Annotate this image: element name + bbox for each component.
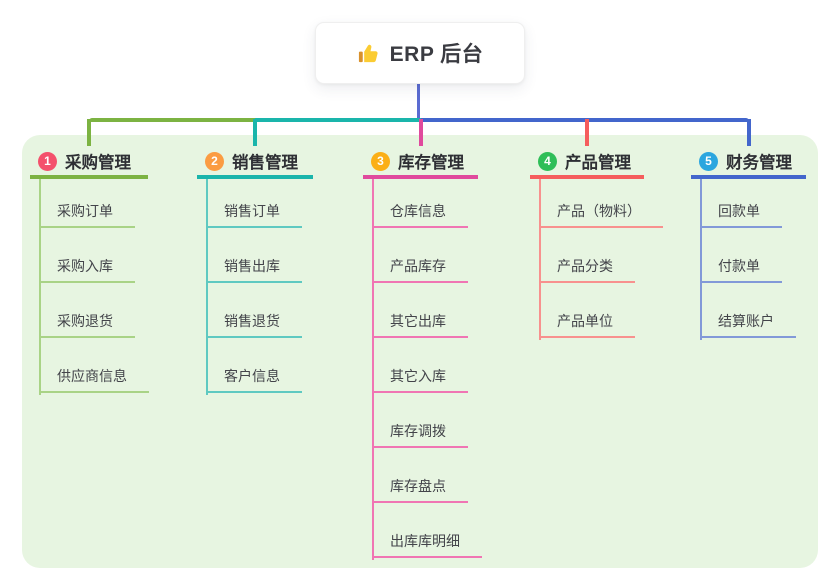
branch-node-库存管理[interactable]: 3 库存管理 — [363, 147, 478, 179]
child-node-库存调拨[interactable]: 库存调拨 — [372, 422, 468, 448]
branch-number-badge: 2 — [205, 151, 224, 171]
branch-label: 产品管理 — [565, 154, 631, 172]
branch-connector-line — [700, 179, 702, 340]
branch-label: 财务管理 — [726, 154, 792, 172]
branch-connector-line — [372, 179, 374, 560]
branch-drop-line-1 — [87, 119, 91, 146]
child-node-产品库存[interactable]: 产品库存 — [372, 257, 468, 283]
child-node-销售退货[interactable]: 销售退货 — [206, 312, 302, 338]
branch-node-产品管理[interactable]: 4 产品管理 — [530, 147, 644, 179]
branch-connector-line — [39, 179, 41, 395]
child-node-库存盘点[interactable]: 库存盘点 — [372, 477, 468, 503]
child-node-销售订单[interactable]: 销售订单 — [206, 202, 302, 228]
connector-rail-segment-3 — [420, 118, 749, 122]
child-node-供应商信息[interactable]: 供应商信息 — [39, 367, 149, 393]
branch-number-badge: 4 — [538, 151, 557, 171]
root-node[interactable]: ERP 后台 — [315, 22, 525, 84]
child-node-采购退货[interactable]: 采购退货 — [39, 312, 135, 338]
child-node-采购入库[interactable]: 采购入库 — [39, 257, 135, 283]
child-node-出库库明细[interactable]: 出库库明细 — [372, 532, 482, 558]
child-node-付款单[interactable]: 付款单 — [700, 257, 782, 283]
child-node-结算账户[interactable]: 结算账户 — [700, 312, 796, 338]
child-node-产品单位[interactable]: 产品单位 — [539, 312, 635, 338]
branch-drop-line-5 — [746, 119, 751, 146]
root-connector-line — [417, 82, 420, 119]
child-node-销售出库[interactable]: 销售出库 — [206, 257, 302, 283]
child-node-回款单[interactable]: 回款单 — [700, 202, 782, 228]
child-node-其它入库[interactable]: 其它入库 — [372, 367, 468, 393]
branch-drop-line-4 — [585, 119, 589, 146]
branch-node-财务管理[interactable]: 5 财务管理 — [691, 147, 806, 179]
thumbs-up-icon — [357, 42, 380, 65]
connector-rail-segment-1 — [89, 118, 255, 122]
child-node-仓库信息[interactable]: 仓库信息 — [372, 202, 468, 228]
child-node-其它出库[interactable]: 其它出库 — [372, 312, 468, 338]
branch-label: 库存管理 — [398, 154, 464, 172]
connector-rail-segment-2 — [255, 118, 421, 122]
branch-drop-line-2 — [253, 119, 257, 146]
root-title: ERP 后台 — [389, 43, 484, 66]
child-node-采购订单[interactable]: 采购订单 — [39, 202, 135, 228]
branch-number-badge: 5 — [699, 151, 718, 171]
branch-connector-line — [539, 179, 541, 340]
branch-drop-line-3 — [418, 119, 423, 146]
child-node-产品（物料）[interactable]: 产品（物料） — [539, 202, 663, 228]
branch-node-采购管理[interactable]: 1 采购管理 — [30, 147, 148, 179]
child-node-产品分类[interactable]: 产品分类 — [539, 257, 635, 283]
branch-node-销售管理[interactable]: 2 销售管理 — [197, 147, 313, 179]
branches-panel — [22, 135, 818, 568]
branch-label: 销售管理 — [232, 154, 298, 172]
branch-number-badge: 3 — [371, 151, 390, 171]
branch-number-badge: 1 — [38, 151, 57, 171]
branch-label: 采购管理 — [65, 154, 131, 172]
child-node-客户信息[interactable]: 客户信息 — [206, 367, 302, 393]
branch-connector-line — [206, 179, 208, 395]
